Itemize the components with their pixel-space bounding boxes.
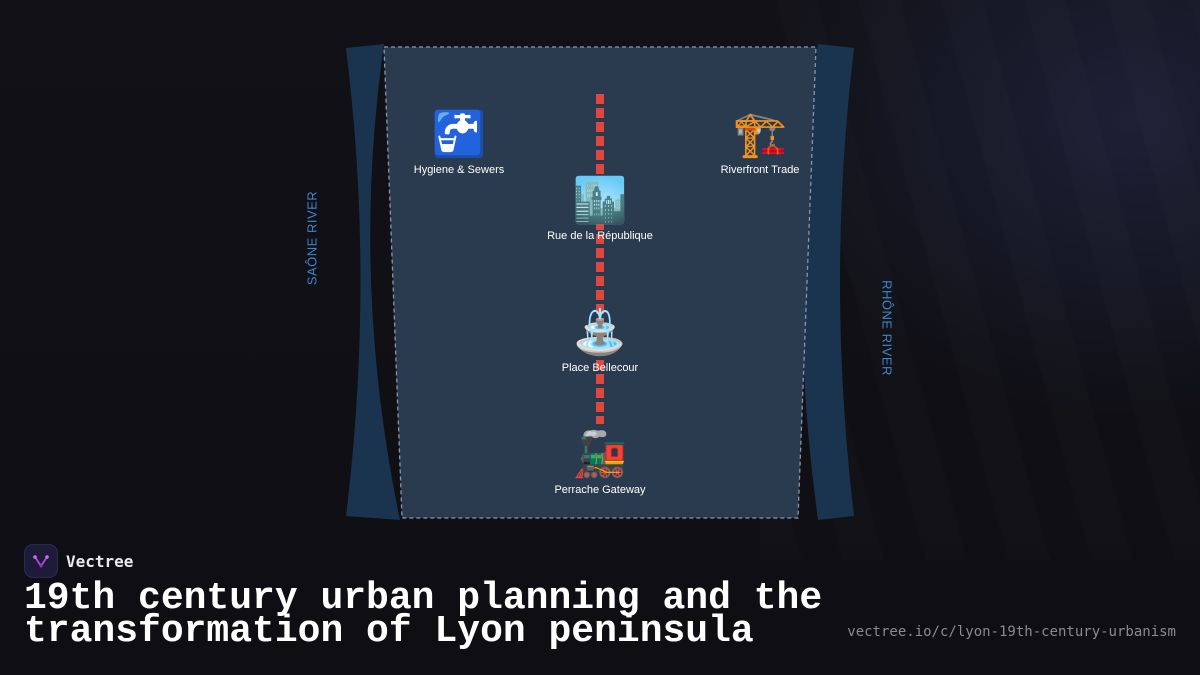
landmark-hygiene: 🚰 Hygiene & Sewers xyxy=(379,110,539,176)
brand: Vectree xyxy=(24,544,133,578)
landmark-republique-label: Rue de la République xyxy=(547,230,653,242)
landmark-bellecour: ⛲ Place Bellecour xyxy=(520,308,680,374)
rhone-river-band xyxy=(801,44,854,520)
fountain-icon: ⛲ xyxy=(572,308,628,357)
water-tap-icon: 🚰 xyxy=(431,110,487,159)
saone-river-band xyxy=(346,44,400,520)
brand-name: Vectree xyxy=(66,551,134,571)
landmark-riverfront: 🏗️ Riverfront Trade xyxy=(680,110,840,176)
landmark-perrache: 🚂 Perrache Gateway xyxy=(520,430,680,496)
vectree-logo-icon xyxy=(24,544,58,578)
landmark-bellecour-label: Place Bellecour xyxy=(561,362,639,374)
landmark-riverfront-label: Riverfront Trade xyxy=(720,164,800,176)
construction-crane-icon: 🏗️ xyxy=(732,110,788,159)
saone-river-label: SAÔNE RIVER xyxy=(304,190,320,286)
landmark-republique: 🏙️ Rue de la République xyxy=(520,176,680,242)
locomotive-icon: 🚂 xyxy=(572,430,628,479)
source-url[interactable]: vectree.io/c/lyon-19th-century-urbanism xyxy=(847,624,1176,640)
rhone-river-label: RHÔNE RIVER xyxy=(879,280,895,376)
landmark-hygiene-label: Hygiene & Sewers xyxy=(413,164,505,176)
page-title: 19th century urban planning and the tran… xyxy=(24,577,823,653)
cityscape-icon: 🏙️ xyxy=(572,176,628,225)
landmark-perrache-label: Perrache Gateway xyxy=(554,484,646,496)
